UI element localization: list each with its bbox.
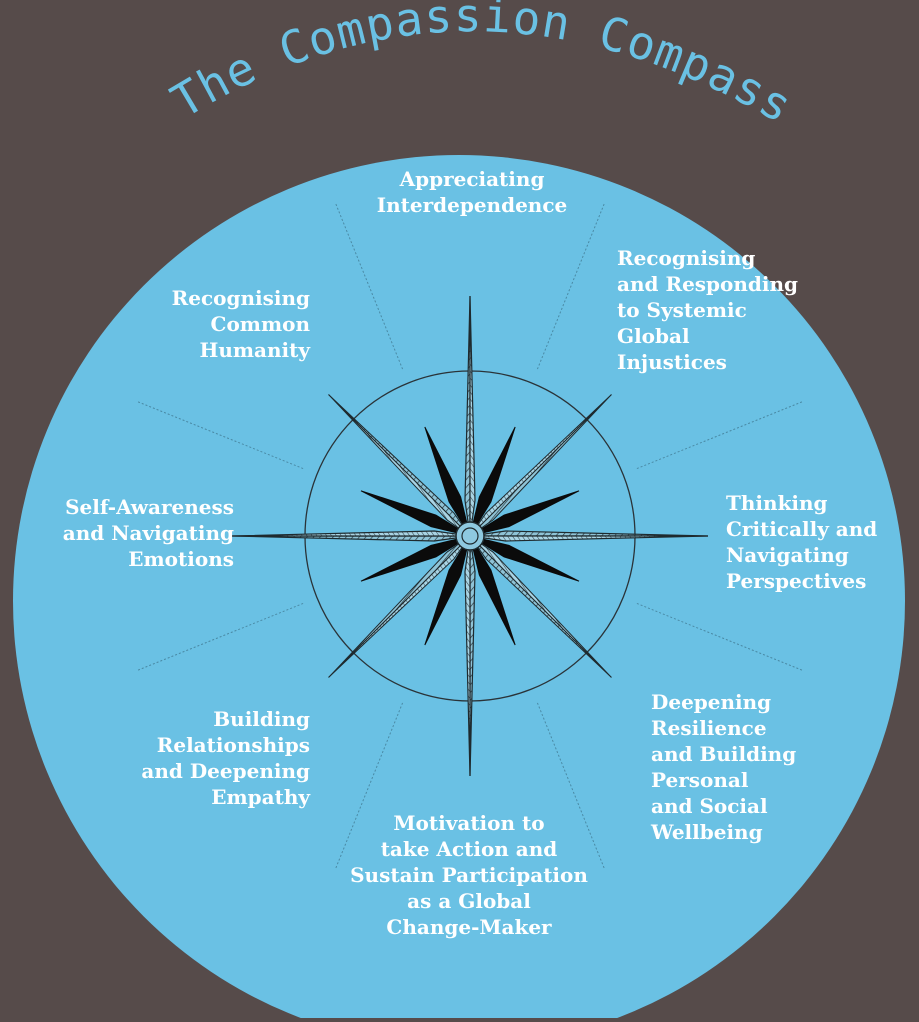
label-line: and Responding (617, 272, 799, 296)
label-line: Perspectives (726, 569, 867, 593)
label-line: and Social (651, 794, 768, 818)
segment-divider-line (136, 602, 304, 672)
segment-divider-line (136, 400, 304, 470)
segment-divider-line (536, 702, 606, 870)
segment-dividers (136, 202, 804, 870)
label-line: Motivation to (393, 811, 545, 835)
label-deepening-resilience: Deepening Resilience and Building Person… (651, 689, 796, 845)
label-line: Personal (651, 768, 749, 792)
label-line: Sustain Participation (350, 863, 588, 887)
compass-cardinal-point (469, 295, 476, 537)
label-line: Resilience (651, 716, 767, 740)
label-line: and Navigating (62, 521, 234, 545)
label-line: and Building (651, 742, 797, 766)
label-line: Deepening (651, 690, 772, 714)
label-line: Interdependence (376, 193, 568, 217)
compass-minor-point (469, 426, 516, 537)
label-line: Empathy (211, 785, 310, 809)
label-line: Self-Awareness (65, 495, 234, 519)
label-line: to Systemic (617, 298, 747, 322)
label-line: Relationships (156, 733, 310, 757)
compass-minor-point (469, 490, 580, 537)
label-line: Navigating (726, 543, 849, 567)
label-line: Injustices (617, 350, 727, 374)
compass-hub-inner (461, 527, 479, 545)
segment-divider-line (334, 202, 404, 370)
label-line: Change-Maker (386, 915, 552, 939)
label-appreciating-interdependence: Appreciating Interdependence (362, 166, 582, 218)
compass-minor-point (469, 535, 516, 646)
diagram-title: The Compassion Compass (162, 0, 802, 134)
compass-minor-point (360, 535, 471, 582)
compass-cardinal-point (469, 535, 709, 542)
label-building-relationships: Building Relationships and Deepening Emp… (141, 706, 310, 810)
label-self-awareness: Self-Awareness and Navigating Emotions (63, 494, 234, 572)
compass-cardinal-point (231, 530, 471, 537)
compass-minor-point (424, 426, 471, 537)
compass-minor-point (469, 535, 580, 582)
label-line: Recognising (617, 246, 756, 270)
label-line: and Deepening (141, 759, 310, 783)
label-line: Emotions (128, 547, 234, 571)
label-line: Thinking (726, 491, 828, 515)
compass-cardinal-point (464, 535, 471, 777)
label-line: Appreciating (399, 167, 545, 191)
label-recognising-responding-systemic-injustices: Recognising and Responding to Systemic G… (617, 245, 798, 375)
label-thinking-critically: Thinking Critically and Navigating Persp… (726, 490, 877, 594)
label-line: as a Global (407, 889, 531, 913)
compass-rose (231, 295, 709, 777)
label-line: Recognising (171, 286, 310, 310)
segment-divider-line (536, 202, 606, 370)
label-recognising-common-humanity: Recognising Common Humanity (172, 285, 310, 363)
label-motivation-to-take-action: Motivation to take Action and Sustain Pa… (323, 810, 615, 940)
label-line: Common (210, 312, 310, 336)
label-line: take Action and (380, 837, 558, 861)
compass-hub (455, 521, 485, 551)
label-line: Wellbeing (651, 820, 763, 844)
label-line: Humanity (199, 338, 310, 362)
compass-background-circle (13, 155, 905, 1022)
compass-minor-point (424, 535, 471, 646)
label-line: Critically and (726, 517, 878, 541)
compass-minor-point (360, 490, 471, 537)
segment-divider-line (636, 602, 804, 672)
label-line: Building (213, 707, 310, 731)
label-line: Global (617, 324, 690, 348)
